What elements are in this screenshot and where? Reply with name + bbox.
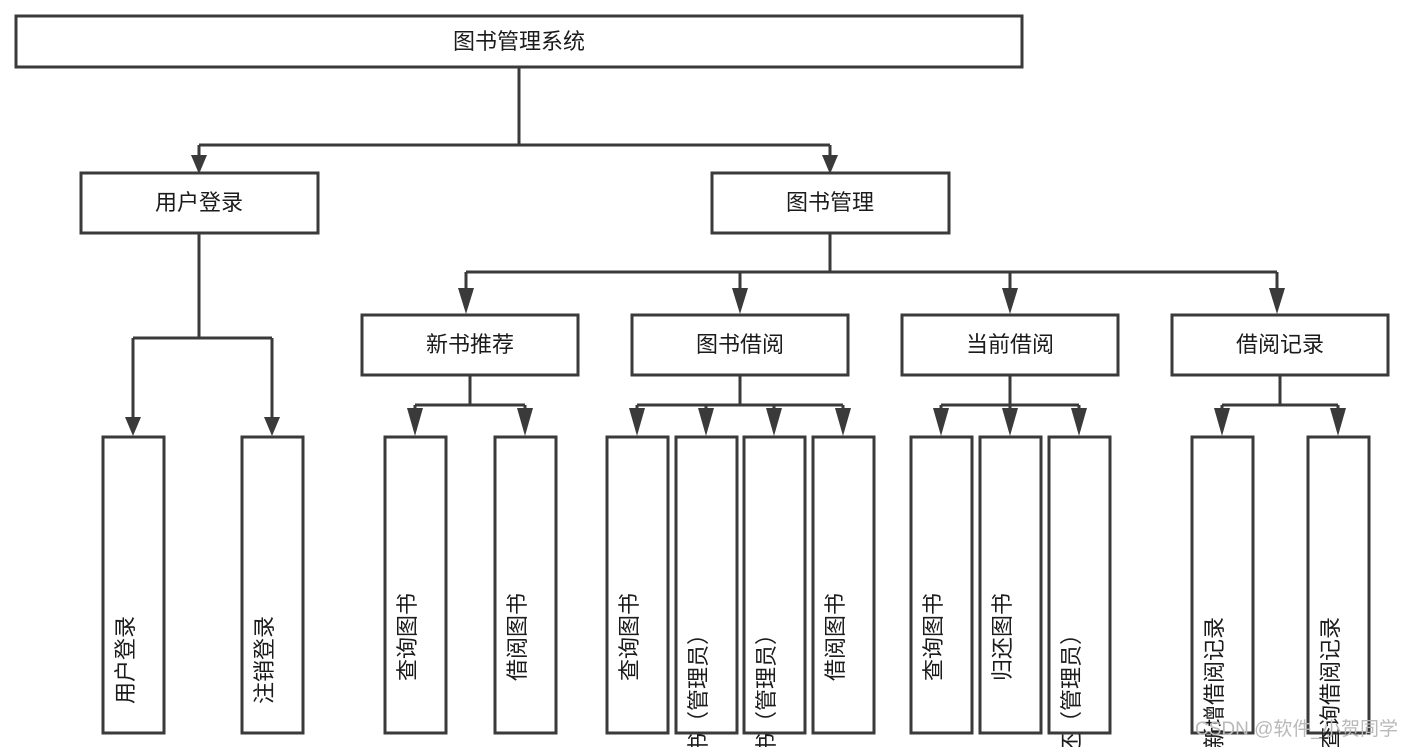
node-new-book-rec-label: 新书推荐 — [426, 332, 514, 357]
connector-book-borrow-to-leaves — [629, 375, 851, 436]
node-leaf-borrow-book-b-label: 借阅图书 — [823, 593, 848, 681]
node-user-login-label: 用户登录 — [155, 190, 243, 215]
node-leaf-query-record-box — [1306, 435, 1371, 735]
node-current-borrow-box — [900, 313, 1120, 377]
node-leaf-query-book-c-box — [909, 435, 974, 735]
node-leaf-return-book-label: 归还图书 — [990, 593, 1015, 681]
node-leaf-confirm-return-box — [1047, 435, 1112, 735]
watermark-text: CSDN @软件_小贺同学 — [1195, 718, 1398, 740]
node-current-borrow-label: 当前借阅 — [966, 332, 1054, 357]
arrow-head-icon — [1002, 288, 1018, 314]
arrow-head-icon — [1214, 408, 1230, 436]
node-leaf-edit-book-box — [742, 435, 807, 735]
node-user-login-box — [79, 171, 320, 235]
node-new-book-rec-box — [360, 313, 580, 377]
node-leaf-query-record[interactable]: 查询借阅记录 — [1306, 435, 1371, 747]
node-leaf-edit-book[interactable]: 编辑图书（管理员） — [742, 435, 807, 747]
node-leaf-borrow-book-b[interactable]: 借阅图书 — [811, 435, 876, 735]
node-leaf-query-book-b-box — [605, 435, 670, 735]
connector-borrow-record-to-leaves — [1214, 375, 1346, 436]
node-borrow-record[interactable]: 借阅记录 — [1170, 313, 1390, 377]
node-book-manage[interactable]: 图书管理 — [710, 171, 951, 235]
node-book-manage-label: 图书管理 — [786, 190, 874, 215]
arrow-head-icon — [1071, 408, 1087, 436]
connector-current-borrow-to-leaves — [933, 375, 1087, 436]
arrow-head-icon — [191, 155, 207, 174]
node-leaf-user-login-label: 用户登录 — [113, 616, 138, 704]
node-leaf-query-book-a-label: 查询图书 — [395, 593, 420, 681]
arrow-head-icon — [766, 408, 782, 436]
connector-new-book-rec-to-leaves — [407, 375, 533, 436]
node-leaf-query-book-c-label: 查询图书 — [921, 593, 946, 681]
node-leaf-add-book-box — [674, 435, 739, 735]
node-new-book-rec[interactable]: 新书推荐 — [360, 313, 580, 377]
node-leaf-logout-label: 注销登录 — [252, 616, 277, 704]
node-leaf-add-record-box — [1190, 435, 1255, 735]
node-leaf-add-book[interactable]: 新增图书（管理员） — [674, 435, 739, 747]
arrow-head-icon — [458, 288, 474, 314]
node-borrow-record-label: 借阅记录 — [1236, 332, 1324, 357]
node-leaf-query-book-c[interactable]: 查询图书 — [909, 435, 974, 735]
arrow-head-icon — [125, 417, 141, 436]
connector-user-login-to-leaves — [125, 233, 280, 436]
node-root[interactable]: 图书管理系统 — [14, 14, 1024, 69]
arrow-head-icon — [822, 155, 838, 174]
node-leaf-borrow-book-a[interactable]: 借阅图书 — [493, 435, 558, 735]
arrow-head-icon — [732, 288, 748, 314]
node-leaf-user-login[interactable]: 用户登录 — [101, 435, 166, 735]
arrow-head-icon — [933, 408, 949, 436]
node-leaf-logout[interactable]: 注销登录 — [240, 435, 305, 735]
node-book-borrow[interactable]: 图书借阅 — [630, 313, 850, 377]
node-leaf-add-book-label: 新增图书（管理员） — [686, 623, 711, 747]
arrow-head-icon — [517, 408, 533, 436]
node-leaf-edit-book-label: 编辑图书（管理员） — [754, 623, 779, 747]
node-leaf-query-book-b-label: 查询图书 — [617, 593, 642, 681]
node-leaf-return-book-box — [978, 435, 1043, 735]
node-leaf-logout-box — [240, 435, 305, 735]
node-leaf-borrow-book-b-box — [811, 435, 876, 735]
node-leaf-confirm-return[interactable]: 确认归还（管理员） — [1047, 435, 1112, 747]
arrow-head-icon — [407, 408, 423, 436]
arrow-head-icon — [1002, 408, 1018, 436]
connector-book-manage-to-level2 — [458, 233, 1285, 314]
node-user-login[interactable]: 用户登录 — [79, 171, 320, 235]
node-leaf-query-book-a-box — [383, 435, 448, 735]
node-leaf-return-book[interactable]: 归还图书 — [978, 435, 1043, 735]
node-current-borrow[interactable]: 当前借阅 — [900, 313, 1120, 377]
arrow-head-icon — [1269, 288, 1285, 314]
node-leaf-query-book-a[interactable]: 查询图书 — [383, 435, 448, 735]
node-leaf-query-book-b[interactable]: 查询图书 — [605, 435, 670, 735]
arrow-head-icon — [264, 417, 280, 436]
node-root-label: 图书管理系统 — [453, 29, 585, 54]
node-leaf-user-login-box — [101, 435, 166, 735]
node-leaf-borrow-book-a-box — [493, 435, 558, 735]
arrow-head-icon — [629, 408, 645, 436]
arrow-head-icon — [1330, 408, 1346, 436]
node-book-borrow-label: 图书借阅 — [696, 332, 784, 357]
connector-root-to-level1 — [191, 67, 838, 174]
arrow-head-icon — [698, 408, 714, 436]
node-root-box — [14, 14, 1024, 69]
node-leaf-add-record[interactable]: 新增借阅记录 — [1190, 435, 1255, 747]
arrow-head-icon — [835, 408, 851, 436]
node-leaf-borrow-book-a-label: 借阅图书 — [505, 593, 530, 681]
node-leaf-query-record-label: 查询借阅记录 — [1318, 617, 1343, 747]
node-leaf-confirm-return-label: 确认归还（管理员） — [1059, 623, 1084, 747]
node-leaf-add-record-label: 新增借阅记录 — [1202, 617, 1227, 747]
